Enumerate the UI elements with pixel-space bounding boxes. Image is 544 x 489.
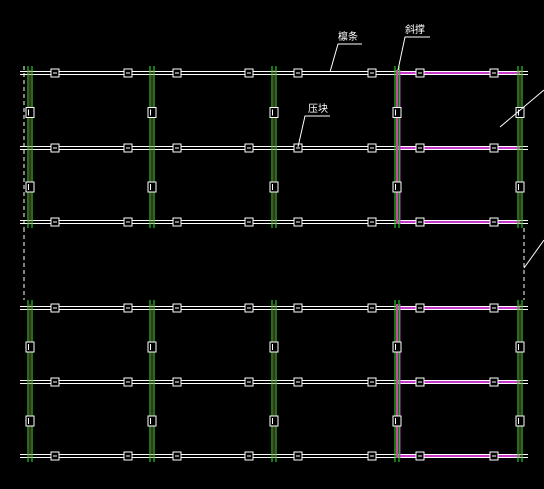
column-marker (147, 107, 157, 118)
column-marker (25, 341, 35, 353)
column-marker (147, 181, 157, 193)
column-marker (392, 341, 402, 353)
column-marker (515, 181, 525, 193)
strut-label: 压块 (308, 103, 328, 115)
column-marker (515, 415, 525, 427)
column-layer (27, 66, 523, 462)
purlin-label: 檩条 (338, 30, 358, 43)
column-marker (269, 181, 279, 193)
column-marker (515, 107, 525, 118)
brace-layer (396, 70, 520, 458)
marker-layer (25, 68, 525, 461)
column-marker (25, 181, 35, 193)
leader-layer: 檩条 斜撑 压块 (297, 23, 544, 269)
column-marker (515, 341, 525, 353)
purlin-leader-line (329, 43, 362, 73)
strut-leader-line (297, 115, 330, 148)
column-marker (269, 107, 279, 118)
column-marker (25, 415, 35, 427)
brace-leader-line (397, 36, 430, 71)
column-marker (392, 415, 402, 427)
column-marker (147, 415, 157, 427)
right-leader-line-upper (499, 89, 544, 128)
brace-label: 斜撑 (405, 23, 425, 36)
column-marker (25, 107, 35, 118)
column-marker (269, 341, 279, 353)
column-marker (392, 181, 402, 193)
column-marker (269, 415, 279, 427)
column-marker (392, 107, 402, 118)
column-marker (147, 341, 157, 353)
right-leader-line-lower (523, 239, 544, 269)
